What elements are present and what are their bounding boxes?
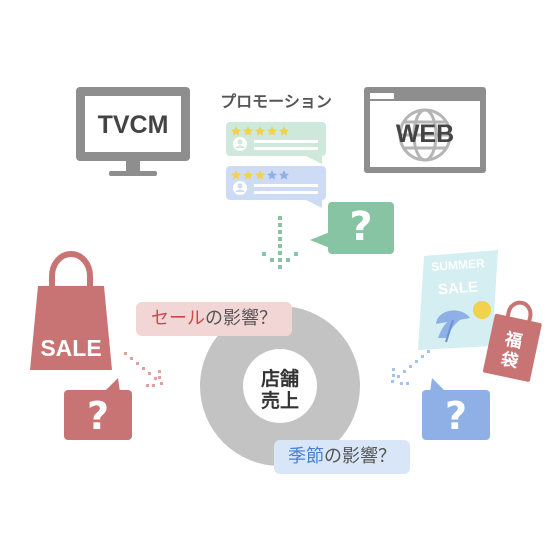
- question-mark-blue: ?: [444, 394, 468, 438]
- sale-impact-text: の影響？: [205, 308, 277, 329]
- summer-sale-poster: [416, 250, 500, 350]
- season-impact-highlight: 季節: [288, 446, 324, 467]
- promotion-title: プロモーション: [220, 92, 332, 111]
- question-bubble-red: [62, 376, 134, 442]
- dotted-arrow-down-icon: [258, 216, 302, 272]
- review-card-green: [226, 122, 328, 164]
- sale-bag-icon: [28, 250, 114, 372]
- web-browser-icon: [362, 85, 488, 175]
- dotted-arrow-right-icon: [386, 348, 432, 390]
- question-mark-green: ?: [349, 204, 373, 250]
- sale-impact-highlight: セール: [151, 308, 205, 329]
- question-mark-red: ?: [86, 394, 110, 438]
- tvcm-label: TVCM: [97, 111, 169, 139]
- question-bubble-blue: [420, 376, 492, 442]
- review-card-blue: [226, 166, 328, 208]
- center-label-line2: 売上: [260, 390, 299, 412]
- store-sales-donut: [200, 306, 360, 466]
- sale-impact-bubble: セールの影響？: [136, 302, 292, 336]
- question-bubble-green: [308, 200, 396, 256]
- center-label-line1: 店舗: [260, 368, 299, 390]
- dotted-arrow-left-icon: [122, 350, 168, 392]
- tv-monitor-icon: [74, 85, 192, 181]
- season-impact-bubble: 季節の影響？: [274, 440, 410, 474]
- season-impact-text: の影響？: [324, 446, 396, 467]
- web-label: WEB: [395, 120, 455, 148]
- lucky-bag-icon: [478, 295, 549, 385]
- sale-bag-label: SALE: [40, 335, 102, 361]
